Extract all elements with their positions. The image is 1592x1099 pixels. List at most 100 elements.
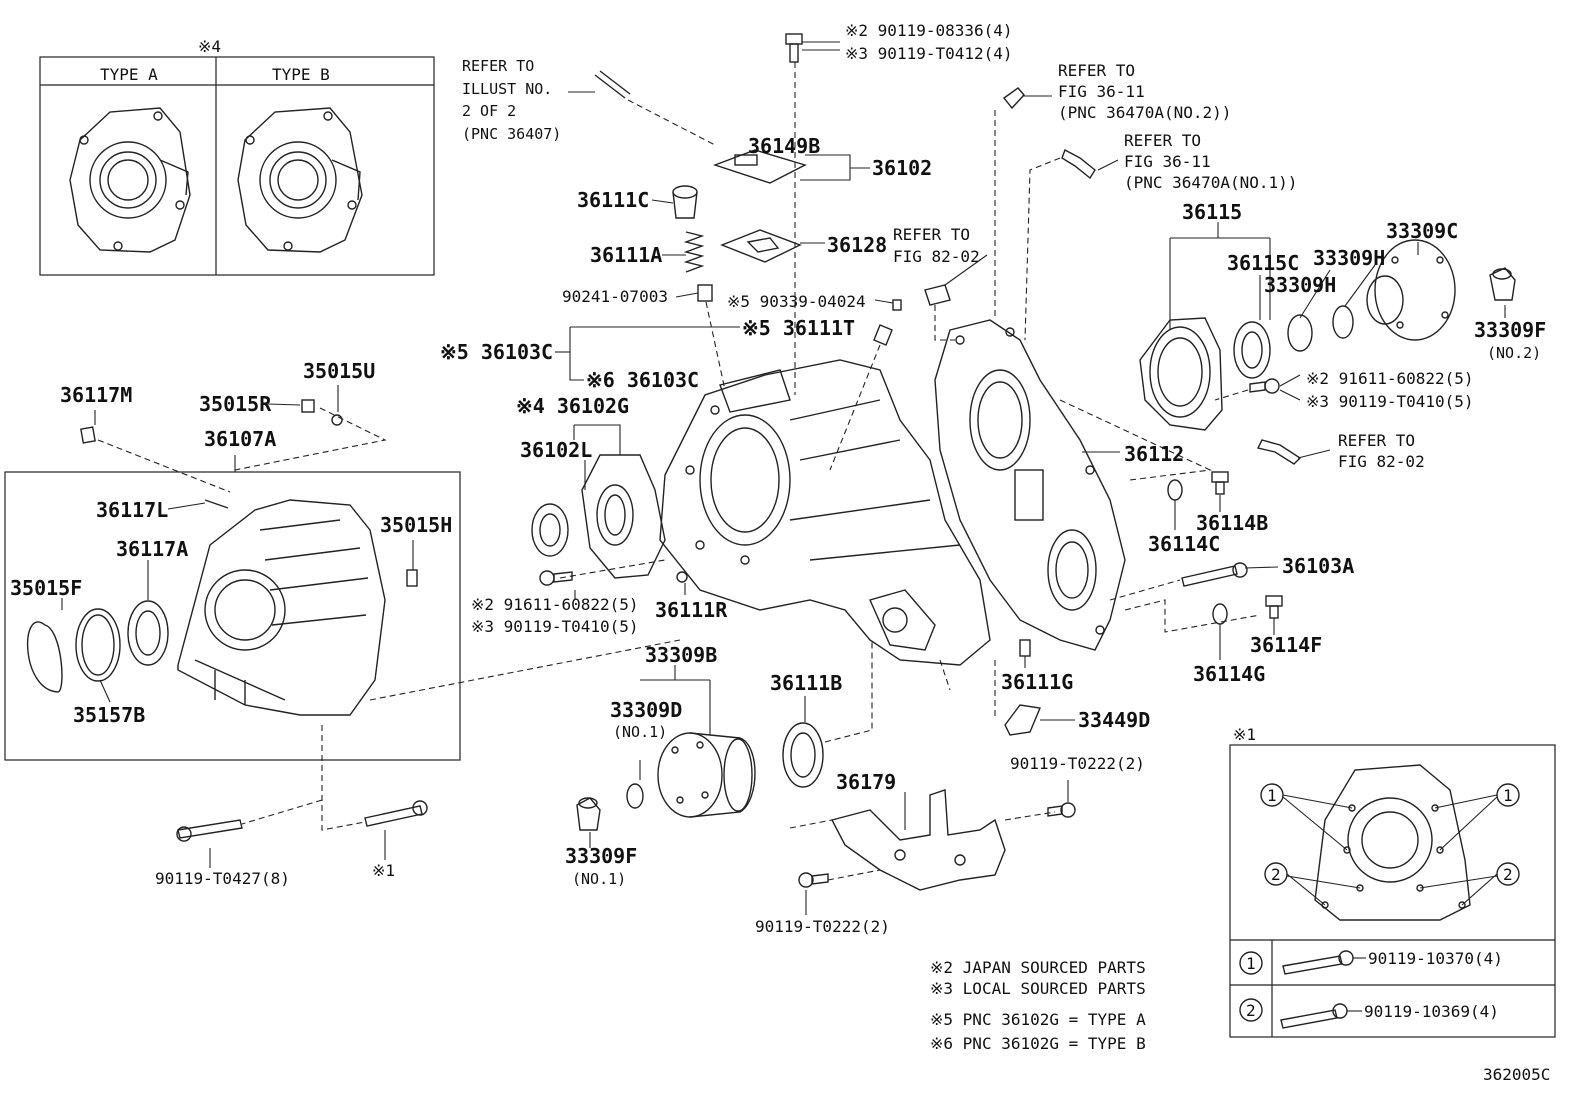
label-35015F: 35015F [10, 576, 82, 600]
label-36102: 36102 [872, 156, 932, 180]
label-35015H: 35015H [380, 513, 452, 537]
flange-33309C-drawing [1366, 239, 1456, 341]
label-90339-04024: ※5 90339-04024 [727, 292, 866, 311]
snap-ring-35015F-drawing [26, 621, 63, 693]
label-36111A: 36111A [590, 243, 662, 267]
label-36111R: 36111R [655, 598, 728, 622]
cover-plate-36149B-drawing [712, 149, 807, 184]
refer-fig82-top-line2: FIG 82-02 [893, 247, 980, 266]
legend-local-sourced: ※3 LOCAL SOURCED PARTS [930, 979, 1146, 998]
seal-33309H-a-drawing [1287, 314, 1313, 352]
pin-36111G-drawing [1019, 639, 1031, 657]
label-33309F-no2: 33309F [1474, 318, 1546, 342]
label-36102G: ※4 36102G [516, 394, 629, 418]
label-35157B: 35157B [73, 703, 145, 727]
label-90241-07003: 90241-07003 [562, 287, 668, 306]
label-36103A: 36103A [1282, 554, 1354, 578]
legend-type-b: ※6 PNC 36102G = TYPE B [930, 1034, 1146, 1053]
washer-36114C-drawing [1167, 479, 1183, 501]
pin-36117L-drawing [204, 499, 229, 509]
extension-housing-drawing [177, 499, 386, 716]
refer-fig36-no1-line1: REFER TO [1124, 131, 1201, 150]
bolt-91611-a-drawing [539, 570, 573, 586]
label-36117A: 36117A [116, 537, 188, 561]
callout-2-right: 2 [1503, 865, 1513, 884]
label-33309H-a: 33309H [1264, 273, 1336, 297]
type-b-housing-drawing [237, 107, 363, 253]
inset-bolt-2-label: 90119-10369(4) [1364, 1002, 1499, 1021]
label-36117L: 36117L [96, 498, 168, 522]
label-33309H-b: 33309H [1313, 246, 1385, 270]
label-36112: 36112 [1124, 442, 1184, 466]
gasket-35015U-drawing [331, 414, 343, 426]
callout-1-left: 1 [1267, 786, 1277, 805]
refer-fig36-no2-line3: (PNC 36470A(NO.2)) [1058, 103, 1231, 122]
sleeve-35157B-drawing [75, 608, 121, 682]
inset-bolt-2-drawing [1280, 1003, 1348, 1029]
label-36111G: 36111G [1001, 670, 1073, 694]
callout-1-right: 1 [1503, 786, 1513, 805]
bolt-36114F-drawing [1265, 595, 1283, 619]
nut-33309F-no1-drawing [576, 797, 601, 831]
refer-fig36-no2-line1: REFER TO [1058, 61, 1135, 80]
seal-36102L-drawing [531, 503, 569, 557]
label-36107A: 36107A [204, 427, 276, 451]
bolt-top-drawing [785, 33, 803, 63]
label-36111T: ※5 36111T [742, 316, 855, 340]
label-90119-T0410-b: ※3 90119-T0410(5) [1306, 392, 1474, 411]
bracket-36179-drawing [830, 789, 1006, 891]
seal-36111B-drawing [782, 722, 824, 788]
legend-japan-sourced: ※2 JAPAN SOURCED PARTS [930, 958, 1146, 977]
pin-35015H-drawing [406, 569, 418, 587]
pin-36111T-drawing [873, 324, 893, 346]
adapter-36102G-drawing [581, 454, 666, 579]
label-35015R: 35015R [199, 392, 272, 416]
label-90119-T0427: 90119-T0427(8) [155, 869, 290, 888]
refer-fig36-no2-line2: FIG 36-11 [1058, 82, 1145, 101]
bearing-36115C-drawing [1233, 321, 1271, 379]
label-35015U: 35015U [303, 359, 375, 383]
spring-36111A-drawing [683, 231, 705, 273]
refer-illust-line3: 2 OF 2 [462, 102, 516, 120]
bolt-T0222-b-drawing [798, 872, 829, 888]
bolt-36114B-drawing [1211, 471, 1229, 495]
label-91611-60822-b: ※2 91611-60822(5) [1306, 369, 1474, 388]
label-36115C: 36115C [1227, 251, 1299, 275]
type-b-header: TYPE B [272, 65, 330, 84]
label-90119-T0222-b: 90119-T0222(2) [755, 917, 890, 936]
label-33309C: 33309C [1386, 219, 1458, 243]
type-a-housing-drawing [69, 107, 191, 253]
bolt-T0222-a-drawing [1047, 802, 1076, 818]
label-36149B: 36149B [748, 134, 820, 158]
label-90119-08336: ※2 90119-08336(4) [845, 21, 1013, 40]
gasket-36128-drawing [720, 229, 802, 263]
clip-fig82-right-drawing [1256, 439, 1302, 465]
label-36128: 36128 [827, 233, 887, 257]
label-90119-T0412: ※3 90119-T0412(4) [845, 44, 1013, 63]
label-90119-T0410-a: ※3 90119-T0410(5) [471, 617, 639, 636]
bracket-33449D-drawing [1004, 704, 1041, 736]
row-1-callout: 1 [1246, 954, 1256, 973]
type-inset-marker: ※4 [198, 37, 221, 56]
bolt-x1-drawing [364, 800, 428, 827]
clip-no2-drawing [1002, 87, 1025, 110]
seal-33309D-drawing [626, 783, 644, 809]
bolt-91611-b-drawing [1249, 378, 1280, 394]
label-33449D: 33449D [1078, 708, 1150, 732]
callout-2-left: 2 [1271, 865, 1281, 884]
label-36117M: 36117M [60, 383, 132, 407]
refer-illust-line4: (PNC 36407) [462, 125, 561, 143]
legend-type-a: ※5 PNC 36102G = TYPE A [930, 1010, 1146, 1029]
transfer-case-36103C-drawing [659, 359, 991, 666]
extension-housing-box [4, 455, 461, 761]
type-a-header: TYPE A [100, 65, 158, 84]
label-36114G: 36114G [1193, 662, 1265, 686]
plug-35015R-drawing [301, 399, 315, 413]
label-36114B: 36114B [1196, 511, 1268, 535]
refer-fig82-right-line1: REFER TO [1338, 431, 1415, 450]
type-inset-box: ※4 TYPE A TYPE B [39, 37, 435, 276]
refer-fig36-no1-line3: (PNC 36470A(NO.1)) [1124, 173, 1297, 192]
bolt-inset-marker: ※1 [1233, 725, 1256, 744]
